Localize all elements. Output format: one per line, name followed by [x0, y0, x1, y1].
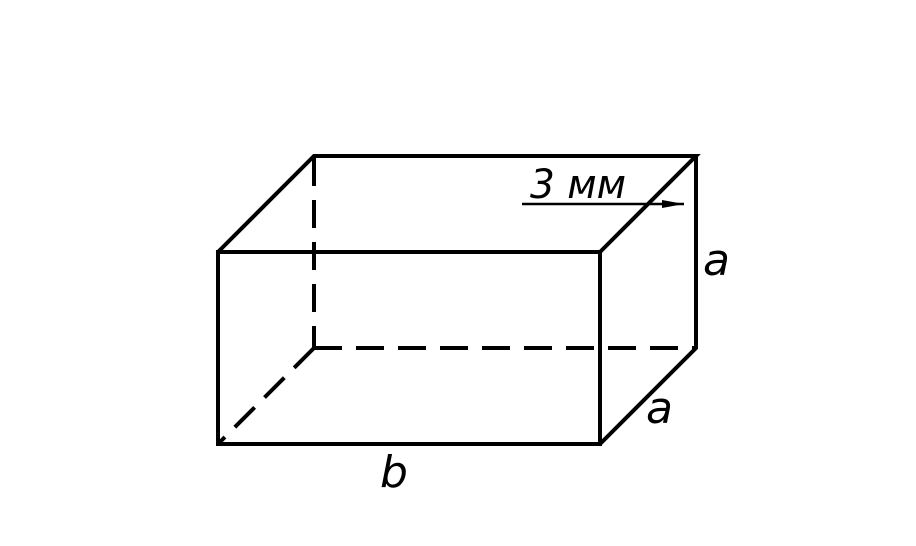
thickness-label: 3 мм	[530, 162, 626, 208]
leader-arrowhead	[662, 200, 684, 208]
hidden-edge-bottom-left-diagonal	[216, 346, 316, 446]
right-face-edges	[598, 154, 698, 446]
depth-label: a	[646, 383, 673, 434]
thickness-leader	[522, 200, 684, 208]
length-label: b	[380, 447, 408, 498]
height-label: a	[703, 235, 730, 286]
